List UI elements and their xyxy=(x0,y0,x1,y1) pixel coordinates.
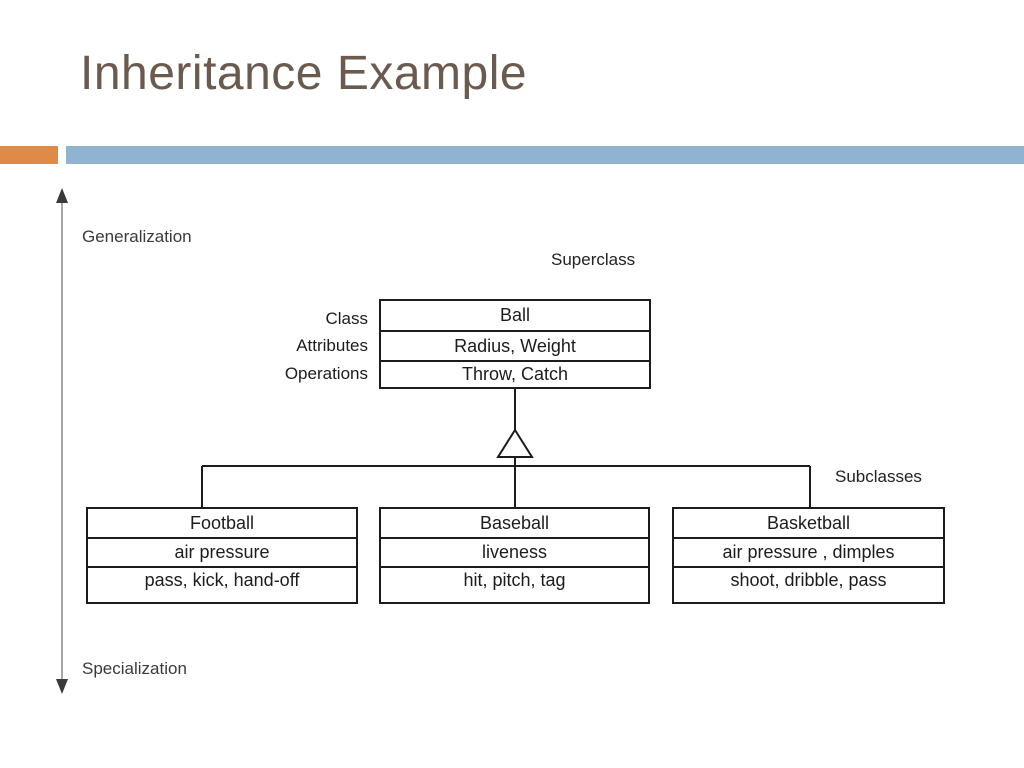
accent-bar-orange xyxy=(0,146,58,164)
subclass-football-attributes: air pressure xyxy=(174,542,270,562)
annotation-subclasses: Subclasses xyxy=(835,467,922,486)
arrow-up-icon xyxy=(56,188,68,203)
axis-label-generalization: Generalization xyxy=(82,227,192,246)
subclass-basketball-operations: shoot, dribble, pass xyxy=(730,570,887,590)
page-title: Inheritance Example xyxy=(80,47,528,100)
generalization-triangle-icon xyxy=(496,428,534,458)
subclass-box-basketball[interactable] xyxy=(672,507,945,604)
accent-bar-blue xyxy=(66,146,1024,164)
subclass-basketball-name: Basketball xyxy=(766,512,851,533)
subclass-basketball-attributes: air pressure , dimples xyxy=(722,542,895,562)
generalization-axis xyxy=(56,188,68,694)
subclass-football-name: Football xyxy=(189,512,255,533)
generalization-connector xyxy=(201,388,811,508)
subclass-baseball-attributes: liveness xyxy=(481,542,548,562)
subclass-baseball-name: Baseball xyxy=(479,512,550,533)
superclass-name: Ball xyxy=(499,305,530,325)
arrow-down-icon xyxy=(56,679,68,694)
superclass-operations: Throw, Catch xyxy=(461,364,569,384)
row-label-operations: Operations xyxy=(284,364,368,383)
subclass-box-football[interactable] xyxy=(86,507,358,604)
subclass-football-operations: pass, kick, hand-off xyxy=(144,570,300,590)
subclass-box-baseball[interactable] xyxy=(379,507,650,604)
subclass-baseball-operations: hit, pitch, tag xyxy=(463,570,566,590)
superclass-attributes: Radius, Weight xyxy=(454,335,576,356)
row-label-attributes: Attributes xyxy=(296,336,368,355)
axis-label-specialization: Specialization xyxy=(82,659,187,678)
annotation-superclass: Superclass xyxy=(551,250,636,269)
row-label-class: Class xyxy=(325,309,368,328)
